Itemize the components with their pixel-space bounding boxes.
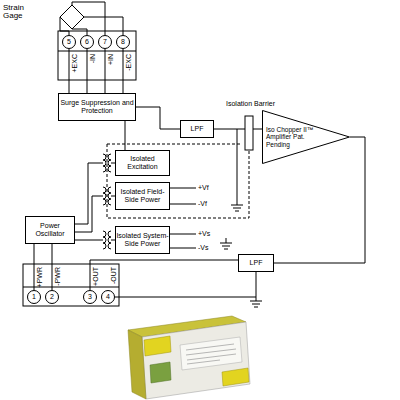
ground-symbol [231, 205, 243, 211]
isolation-boundary [107, 144, 249, 218]
filter-box: LPF [180, 120, 214, 138]
amplifier-triangle-outline [263, 111, 350, 164]
ground-symbol [220, 238, 232, 249]
transformer-symbol [97, 231, 114, 249]
transformer-symbol [97, 154, 114, 172]
terminal-circle: 4 [101, 290, 115, 304]
supply-label: +Vf [198, 184, 209, 192]
node-text: Isolated Field-Side Power [116, 188, 169, 204]
module-side-face [128, 330, 146, 399]
bridge-wire [84, 17, 123, 35]
terminal-circle: 1 [27, 290, 41, 304]
pin-name: -PWR [54, 267, 62, 286]
terminal-block-divider [58, 51, 136, 52]
signal-wire [125, 121, 126, 150]
node-text: Power Oscillator [26, 222, 74, 238]
terminal-circle: 6 [80, 35, 94, 49]
signal-wire [52, 244, 53, 290]
pin-name: -OUT [110, 267, 118, 284]
terminal-circle: 5 [62, 35, 76, 49]
module-indicator [150, 362, 171, 383]
node-text: Isolated System-Side Power [116, 232, 169, 248]
signal-wire [105, 49, 106, 93]
node-text: 8 [121, 38, 125, 46]
bridge-wire [60, 17, 69, 35]
node-text: 2 [50, 293, 54, 301]
bridge-wire [72, 29, 87, 35]
terminal-circle: 8 [116, 35, 130, 49]
transformer-background [97, 152, 114, 174]
pin-name: +PWR [36, 267, 44, 287]
process-box: Isolated System-Side Power [115, 226, 170, 254]
ground-wire [115, 297, 256, 298]
process-box: Isolated Field-Side Power [115, 182, 170, 210]
terminal-circle: 7 [98, 35, 112, 49]
bridge-wire [72, 2, 105, 35]
amplifier-triangle: Iso Chopper II™ Amplifier Pat. Pending [262, 110, 350, 164]
isolation-barrier [245, 116, 253, 150]
node-text: LPF [250, 259, 263, 267]
filter-box: LPF [238, 254, 274, 272]
pin-name: +IN [107, 54, 115, 65]
node-text: 3 [88, 293, 92, 301]
supply-wire [170, 234, 196, 235]
supply-label: -Vf [198, 200, 207, 208]
node-text: Isolated Excitation [116, 155, 169, 171]
pin-name: +OUT [92, 267, 100, 286]
ground-wire [237, 129, 238, 205]
transformer-background [97, 229, 114, 251]
terminal-circle: 3 [83, 290, 97, 304]
terminal-circle: 2 [45, 290, 59, 304]
node-text: Surge Suppression and Protection [59, 99, 135, 115]
supply-label: +Vs [198, 230, 210, 238]
terminal-block [23, 264, 119, 306]
signal-wire [34, 244, 35, 290]
signal-wire [87, 49, 88, 93]
process-box: Isolated Excitation [115, 150, 170, 176]
signal-wire [136, 107, 180, 129]
terminal-block [58, 31, 136, 80]
module-label-lines [186, 344, 236, 364]
ground-wire [256, 272, 257, 301]
gage-label: Strain Gage [3, 4, 37, 20]
supply-wire [170, 204, 196, 205]
ground-symbol [250, 301, 262, 307]
signal-wire [69, 49, 70, 93]
barrier-label: Isolation Barrier [226, 100, 306, 108]
module-terminal [222, 368, 249, 386]
transformer-symbol [97, 187, 114, 205]
supply-label: -Vs [198, 244, 209, 252]
supply-wire [170, 248, 196, 249]
transformer-background [97, 185, 114, 207]
process-box: Power Oscillator [25, 216, 75, 244]
pin-name: -IN [89, 54, 97, 63]
node-text: 4 [106, 293, 110, 301]
pin-name: -EXC [125, 54, 133, 71]
node-text: LPF [191, 125, 204, 133]
signal-wire [214, 129, 262, 130]
module-label [180, 337, 242, 370]
node-text: 7 [103, 38, 107, 46]
process-box: Surge Suppression and Protection [58, 93, 136, 121]
node-text: 5 [67, 38, 71, 46]
node-text: 1 [32, 293, 36, 301]
module-front-face [142, 322, 250, 399]
supply-wire [170, 188, 196, 189]
signal-wire [123, 49, 124, 93]
node-text: 6 [85, 38, 89, 46]
pin-name: +EXC [71, 54, 79, 72]
module-terminal [144, 336, 171, 356]
bridge-symbol [60, 5, 84, 29]
node-text: Iso Chopper II™ Amplifier Pat. Pending [266, 126, 316, 149]
